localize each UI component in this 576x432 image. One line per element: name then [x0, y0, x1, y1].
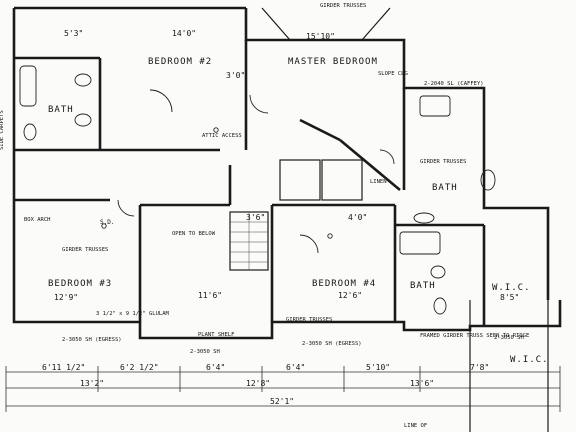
smoke-detector-icon	[213, 127, 219, 133]
roof-hip-line	[361, 7, 391, 41]
note-window: 2-2040 SL (CAFFEY)	[424, 81, 484, 87]
sink-icon	[74, 113, 92, 127]
note-girder-truss: GIRDER TRUSSES	[62, 247, 109, 253]
dimension-hall: 4'0"	[348, 213, 368, 222]
note-beam: 3 1/2" x 9 1/2" GLULAM	[96, 311, 169, 317]
note-framed-girder: FRAMED GIRDER TRUSS SEEN TO RIDGE	[420, 333, 530, 339]
overall-dimension: 6'2 1/2"	[120, 363, 159, 372]
dimension-hall: 3'0"	[226, 71, 246, 80]
door-swing-icon	[149, 89, 173, 113]
overall-dimension: 5'10"	[366, 363, 391, 372]
room-label-bath: BATH	[48, 105, 74, 115]
door-swing-icon	[117, 199, 135, 217]
closet-hall-2	[321, 159, 363, 201]
room-label-bath: BATH	[410, 281, 436, 291]
note-slope-ceiling: SLOPE CLG	[378, 71, 408, 77]
overall-dimension: 13'6"	[410, 379, 435, 388]
note-open-to-below: OPEN TO BELOW	[172, 231, 216, 237]
toilet-icon	[23, 123, 37, 141]
room-label-bedroom2: BEDROOM #2	[148, 57, 213, 67]
wall-angled-linen	[339, 139, 401, 191]
overall-dimension: 7'8"	[470, 363, 490, 372]
note-line-of: LINE OF	[404, 423, 428, 429]
door-swing-icon	[379, 149, 395, 165]
note-side-carpets: SIDE CARPETS	[0, 110, 5, 150]
note-attic-access: ATTIC ACCESS	[202, 133, 242, 139]
room-label-bedroom3: BEDROOM #3	[48, 279, 113, 289]
note-linen: LINEN	[370, 179, 387, 185]
dimension-bedroom4: 12'6"	[338, 291, 363, 300]
sink-icon	[413, 212, 435, 224]
room-label-wic: W.I.C.	[510, 355, 549, 365]
note-box-arch: BOX ARCH	[24, 217, 51, 223]
roof-hip-line	[261, 7, 291, 41]
overall-dimension: 6'11 1/2"	[42, 363, 86, 372]
overall-dimension: 6'4"	[206, 363, 226, 372]
dimension-bedroom2: 14'0"	[172, 29, 197, 38]
dimension-wic: 8'5"	[500, 293, 520, 302]
smoke-detector-icon	[101, 223, 107, 229]
note-window: 2-3050 SH	[494, 335, 524, 341]
note-smoke-detector: S.D.	[100, 219, 115, 226]
overall-dimension: 13'2"	[80, 379, 105, 388]
note-girder-truss: GIRDER TRUSSES	[320, 3, 367, 9]
note-plant-shelf: PLANT SHELF	[198, 332, 235, 338]
exterior-wall-upper-right	[244, 8, 550, 300]
note-girder-truss: GIRDER TRUSSES	[420, 159, 467, 165]
closet-hall	[279, 159, 321, 201]
room-label-bedroom4: BEDROOM #4	[312, 279, 377, 289]
note-window: 2-3050 SH (EGRESS)	[62, 337, 122, 343]
bathtub-icon	[399, 231, 441, 255]
smoke-detector-icon	[327, 233, 333, 239]
shower-icon	[419, 95, 451, 117]
toilet-icon	[430, 265, 446, 279]
dimension-bath: 5'3"	[64, 29, 84, 38]
bathtub-icon	[19, 65, 37, 107]
note-window: 2-3050 SH	[190, 349, 220, 355]
dimension-bedroom3: 12'9"	[54, 293, 79, 302]
room-label-wic: W.I.C.	[492, 283, 531, 293]
door-swing-icon	[249, 94, 269, 114]
dimension-hall: 3'6"	[246, 213, 266, 222]
door-swing-icon	[299, 234, 319, 254]
sink-icon	[480, 169, 496, 191]
dimension-master: 15'10"	[306, 32, 335, 41]
sink-icon	[433, 297, 447, 315]
note-window: 2-3050 SH (EGRESS)	[302, 341, 362, 347]
room-label-master-bedroom: MASTER BEDROOM	[288, 57, 378, 67]
overall-dimension-total: 52'1"	[270, 397, 295, 406]
wall-angled-hall	[299, 118, 341, 142]
sink-icon	[74, 73, 92, 87]
overall-dimension: 6'4"	[286, 363, 306, 372]
room-label-bath: BATH	[432, 183, 458, 193]
dimension-bedroom3-bottom: 11'6"	[198, 291, 223, 300]
overall-dimension: 12'8"	[246, 379, 271, 388]
note-girder-truss: GIRDER TRUSSES	[286, 317, 333, 323]
